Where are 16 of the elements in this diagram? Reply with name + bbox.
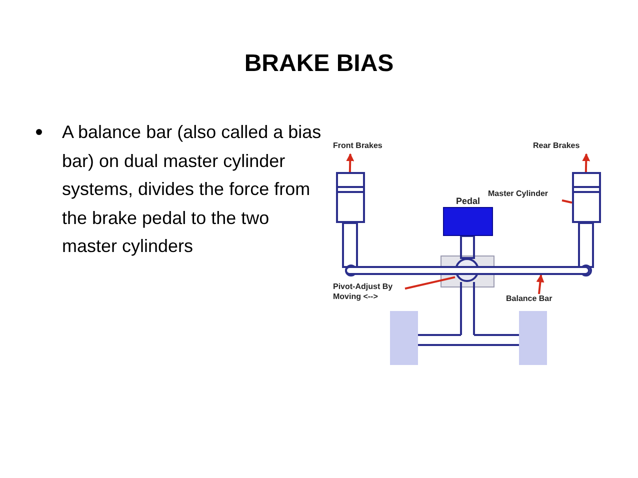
arrow	[346, 153, 354, 172]
leader-line	[562, 199, 572, 204]
leader-line	[404, 276, 456, 290]
master-cylinder	[572, 172, 601, 223]
diagram-label: Pivot-Adjust By Moving <-->	[333, 282, 405, 304]
master-cylinder	[336, 172, 365, 223]
slide-title: BRAKE BIAS	[243, 49, 395, 79]
pedal-label: Pedal	[456, 196, 480, 207]
diagram-label: Balance Bar	[506, 294, 572, 306]
diagram-label: Master Cylinder	[488, 189, 562, 201]
bullet-text: A balance bar (also called a bias bar) on dual master cylinder systems, divides the force from the brake pedal to the two master cylinders	[62, 121, 322, 258]
arrow	[536, 274, 544, 294]
diagram-label: Rear Brakes	[533, 141, 605, 154]
arrow	[582, 153, 590, 172]
balance-bar	[345, 266, 590, 275]
diagram-label: Front Brakes	[333, 141, 405, 154]
